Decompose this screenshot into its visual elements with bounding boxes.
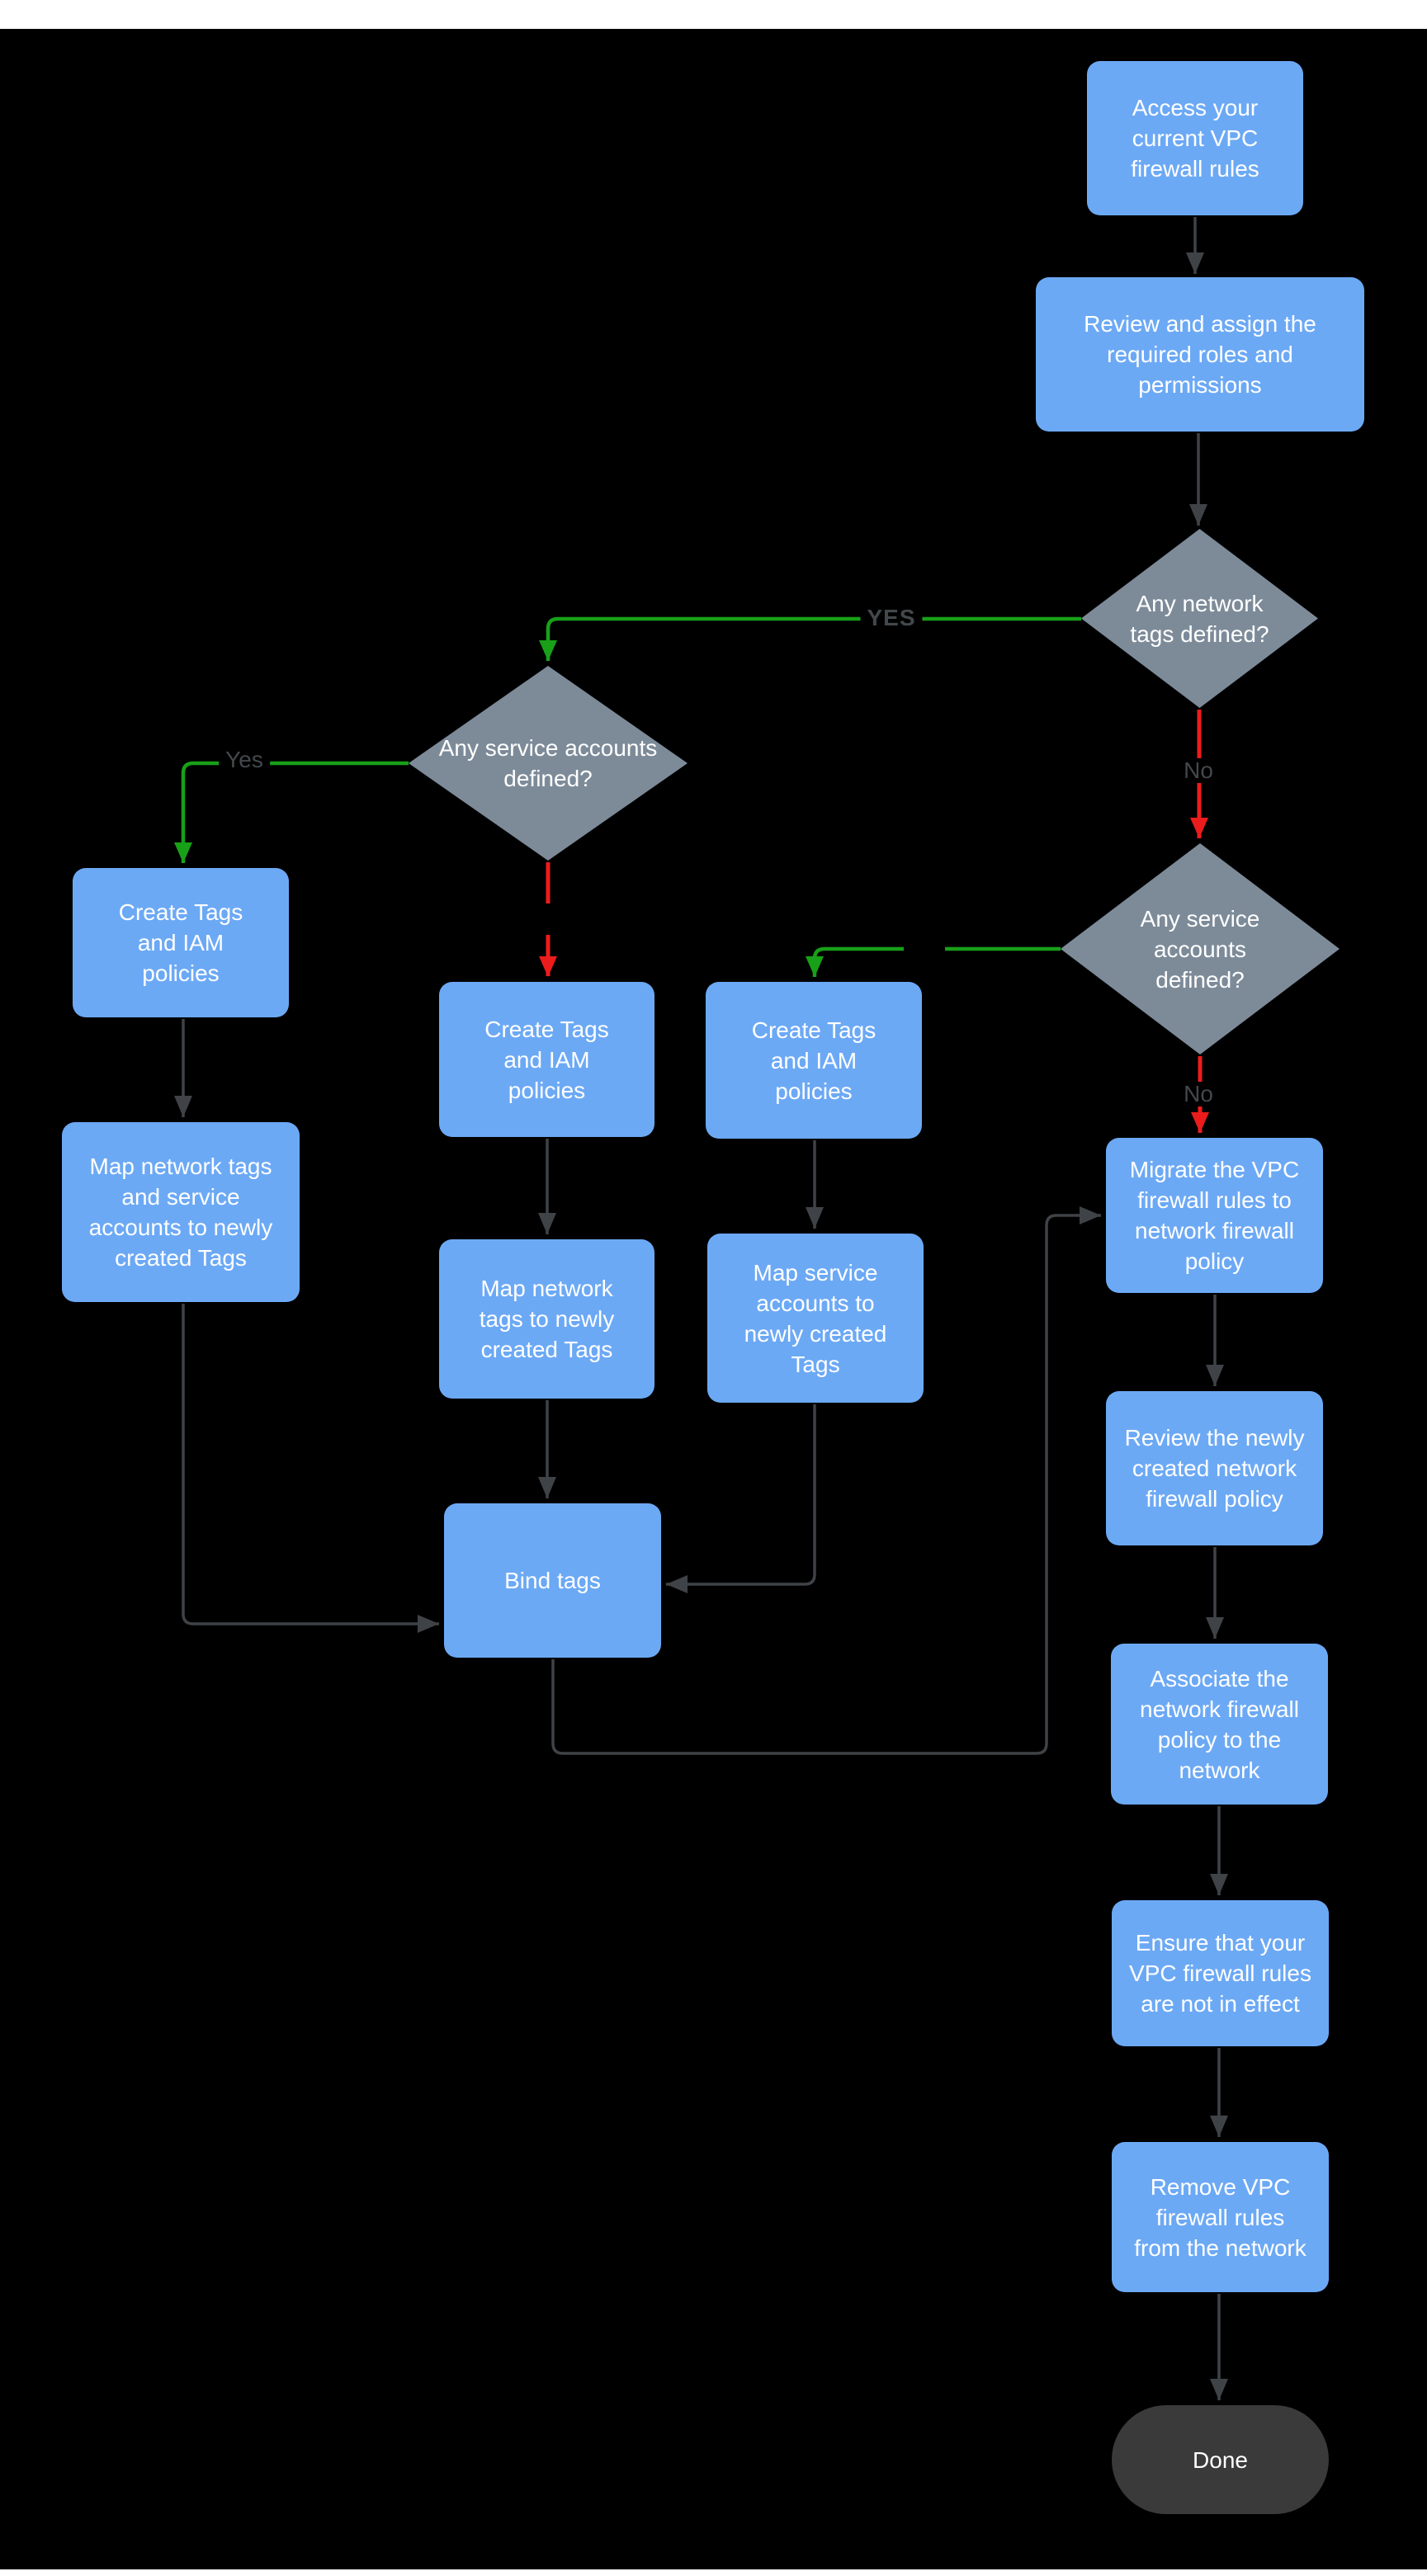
node-review-roles-permissions: Review and assign the required roles and… <box>1036 277 1364 432</box>
node-label: Done <box>1193 2446 1248 2473</box>
node-create-tags-iam-center: Create Tags and IAM policies <box>439 982 654 1137</box>
edge-yes-to-left-decision <box>539 616 1081 661</box>
node-label: Any service accounts defined? <box>438 735 658 791</box>
node-label: Ensure that your VPC firewall rules are … <box>1129 1930 1311 2017</box>
top-white-bar <box>0 0 1427 29</box>
node-access-vpc-firewall-rules: Access your current VPC firewall rules <box>1087 61 1303 215</box>
node-done: Done <box>1112 2405 1329 2514</box>
node-label: Map network tags to newly created Tags <box>479 1276 615 1362</box>
node-label: Bind tags <box>504 1568 601 1593</box>
bottom-white-bar <box>0 2569 1427 2576</box>
node-review-network-firewall-policy: Review the newly created network firewal… <box>1106 1391 1323 1545</box>
node-label: Access your current VPC firewall rules <box>1131 95 1259 182</box>
node-map-network-tags-service-accounts: Map network tags and service accounts to… <box>62 1122 300 1302</box>
node-map-service-accounts: Map service accounts to newly created Ta… <box>707 1234 924 1403</box>
node-create-tags-iam-right: Create Tags and IAM policies <box>706 982 922 1139</box>
edge-label-no-top: No <box>1177 758 1220 783</box>
edge-label-no-bottom: No <box>1177 1082 1220 1106</box>
edge-map-right-to-bind <box>666 1404 816 1593</box>
node-label: Migrate the VPC firewall rules to networ… <box>1129 1157 1300 1274</box>
node-label: Create Tags and IAM policies <box>751 1017 877 1104</box>
node-migrate-vpc-rules: Migrate the VPC firewall rules to networ… <box>1106 1138 1323 1293</box>
node-label: Any network tags defined? <box>1130 590 1269 647</box>
edge-yes-to-create-tags-left <box>174 761 409 863</box>
edge-bind-to-migrate <box>551 1206 1101 1755</box>
edge-yes-to-create-tags-right <box>806 946 1061 977</box>
node-ensure-rules-not-in-effect: Ensure that your VPC firewall rules are … <box>1112 1900 1329 2046</box>
node-associate-policy-to-network: Associate the network firewall policy to… <box>1111 1644 1328 1805</box>
node-label: Review the newly created network firewal… <box>1124 1425 1305 1512</box>
node-label: Create Tags and IAM policies <box>484 1016 609 1103</box>
node-map-network-tags: Map network tags to newly created Tags <box>439 1239 654 1399</box>
edge-map-left-to-bind <box>182 1304 439 1633</box>
node-label: Remove VPC firewall rules from the netwo… <box>1134 2173 1307 2261</box>
edge-label-yes: Yes <box>219 748 270 772</box>
node-remove-vpc-rules: Remove VPC firewall rules from the netwo… <box>1112 2142 1329 2292</box>
edge-label-yes-upper: YES <box>860 606 923 630</box>
node-label: Any service accounts defined? <box>1140 905 1260 993</box>
node-label: Map network tags and service accounts to… <box>88 1154 273 1271</box>
node-label: Create Tags and IAM policies <box>118 899 243 986</box>
node-create-tags-iam-left: Create Tags and IAM policies <box>73 868 289 1017</box>
node-label: Associate the network firewall policy to… <box>1140 1665 1299 1783</box>
node-bind-tags: Bind tags <box>444 1503 661 1658</box>
node-label: Review and assign the required roles and… <box>1084 311 1316 398</box>
node-label: Map service accounts to newly created Ta… <box>744 1259 887 1377</box>
